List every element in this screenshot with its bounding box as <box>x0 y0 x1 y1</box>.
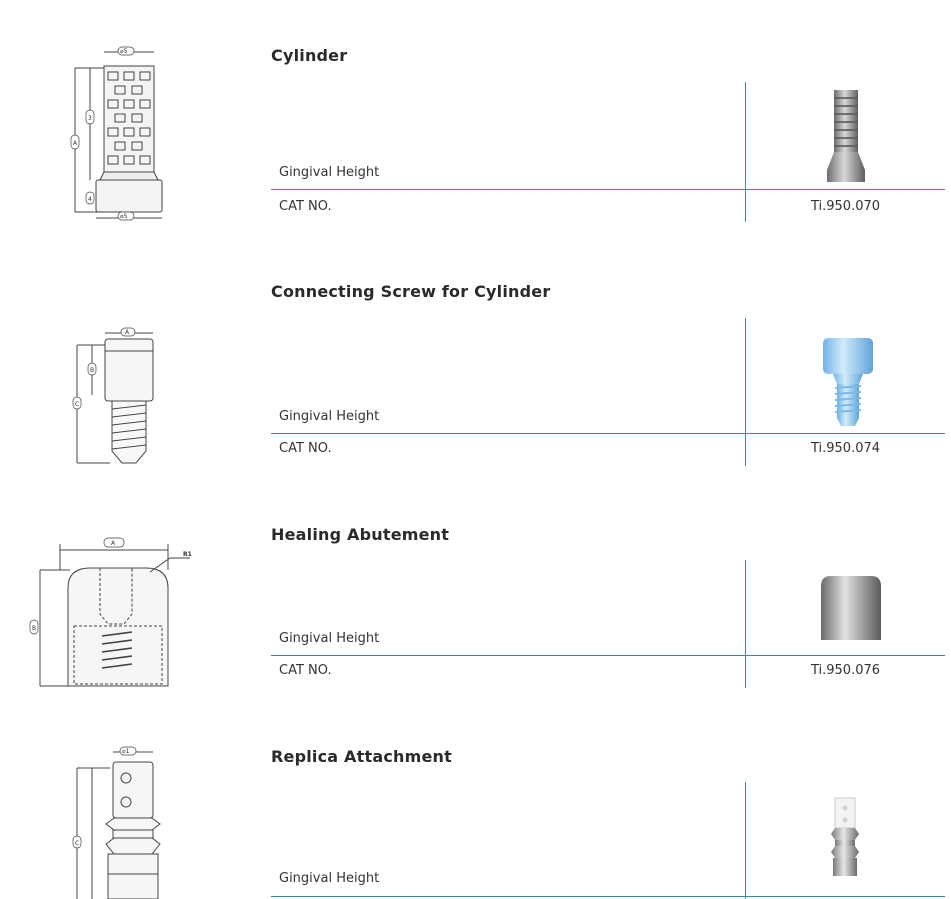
cylinder-technical-drawing: ⌀5 A 3 4 ⌀5 <box>70 46 163 221</box>
screw-technical-drawing: A B C <box>72 327 154 464</box>
dimension-label: A <box>125 329 130 336</box>
product-title: Healing Abutement <box>271 525 450 544</box>
table-divider <box>745 318 746 466</box>
cat-no-value: Ti.950.074 <box>810 441 881 456</box>
product-table: Gingival Height CAT NO. Ti.950.074 <box>271 318 945 466</box>
product-title: Connecting Screw for Cylinder <box>271 282 551 301</box>
product-table: Gingival Height <box>271 782 945 899</box>
replica-attachment-technical-drawing: ⌀1 C <box>72 746 161 899</box>
gingival-height-label: Gingival Height <box>279 165 380 180</box>
product-table: Gingival Height CAT NO. Ti.950.070 <box>271 82 945 222</box>
replica-attachment-photo <box>831 797 859 876</box>
healing-abutement-photo <box>821 576 881 640</box>
dimension-label: A <box>73 140 78 147</box>
dimension-label: B <box>32 625 36 632</box>
cat-no-value: Ti.950.070 <box>810 199 881 214</box>
table-divider <box>745 82 746 222</box>
table-rule <box>271 433 945 434</box>
table-divider <box>745 782 746 899</box>
dimension-label: ⌀1 <box>122 748 130 755</box>
dimension-label: ⌀5 <box>120 48 128 55</box>
product-table: Gingival Height CAT NO. Ti.950.076 <box>271 560 945 688</box>
dimension-label: C <box>75 401 79 408</box>
cat-no-label: CAT NO. <box>279 441 332 456</box>
cylinder-photo <box>827 90 865 182</box>
healing-abutement-technical-drawing: A R1 B <box>29 537 192 687</box>
dimension-label: 4 <box>88 196 92 203</box>
gingival-height-label: Gingival Height <box>279 871 380 886</box>
dimension-label: C <box>75 840 79 847</box>
product-title: Cylinder <box>271 46 348 65</box>
dimension-label: 3 <box>88 115 92 122</box>
cat-no-value: Ti.950.076 <box>810 663 881 678</box>
connecting-screw-photo <box>823 338 873 426</box>
table-divider <box>745 560 746 688</box>
dimension-label: ⌀5 <box>120 213 128 220</box>
dimension-label: R1 <box>183 551 192 558</box>
product-title: Replica Attachment <box>271 747 452 766</box>
table-rule <box>271 189 945 190</box>
gingival-height-label: Gingival Height <box>279 409 380 424</box>
gingival-height-label: Gingival Height <box>279 631 380 646</box>
table-rule <box>271 655 945 656</box>
cat-no-label: CAT NO. <box>279 663 332 678</box>
table-rule <box>271 896 945 897</box>
dimension-label: B <box>90 367 94 374</box>
cat-no-label: CAT NO. <box>279 199 332 214</box>
dimension-label: A <box>111 540 116 547</box>
